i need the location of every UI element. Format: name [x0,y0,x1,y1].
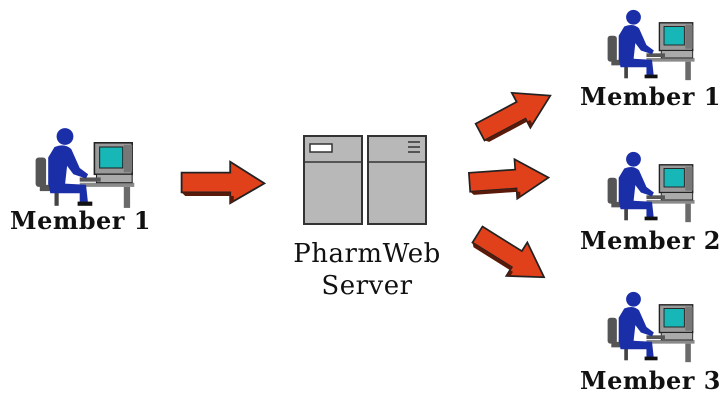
user-at-computer-icon [604,290,700,364]
user-at-computer-icon [604,8,700,82]
arrow-right-icon [465,155,554,204]
user-at-computer-icon [604,150,700,224]
arrow-right-icon [178,160,268,205]
recipient-3-label: Member 3 [580,366,721,395]
recipient-1-label: Member 1 [580,82,721,111]
user-at-computer-icon [32,126,140,210]
recipient-2-label: Member 2 [580,226,721,255]
server-label: PharmWeb Server [282,238,452,302]
sender-label: Member 1 [10,206,151,235]
arrow-right-icon [463,214,559,296]
server-label-line2: Server [321,271,413,301]
server-label-line1: PharmWeb [293,239,441,269]
arrow-right-icon [467,74,563,152]
server-icon [303,135,427,225]
